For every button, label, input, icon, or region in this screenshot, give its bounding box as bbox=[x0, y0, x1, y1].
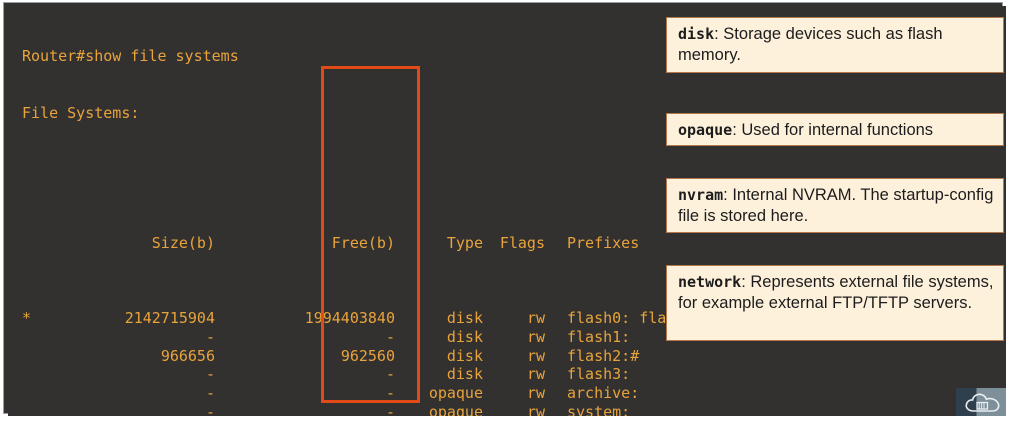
callout-nvram-separator: : bbox=[723, 186, 733, 204]
table-row: - - disk rw flash1: bbox=[22, 328, 787, 347]
cell-flags: rw bbox=[526, 327, 545, 346]
cell-prefixes: flash1: bbox=[567, 327, 631, 346]
header-free: Free(b) bbox=[331, 234, 395, 253]
terminal-output: Router#show file systems File Systems: S… bbox=[22, 10, 787, 416]
cell-prefixes: system: bbox=[567, 402, 631, 416]
cell-type: disk bbox=[446, 365, 483, 384]
callout-nvram: nvram: Internal NVRAM. The startup-confi… bbox=[666, 178, 1004, 233]
table-row: - - opaque rw archive: bbox=[22, 384, 787, 403]
callout-network-term: network bbox=[678, 273, 742, 291]
cell-type: disk bbox=[446, 346, 483, 365]
callout-opaque-separator: : bbox=[732, 121, 742, 139]
terminal-subtitle-line: File Systems: bbox=[22, 103, 140, 122]
table-row: - - opaque rw system: bbox=[22, 403, 787, 416]
cell-size: - bbox=[205, 365, 215, 384]
cell-flags: rw bbox=[526, 383, 545, 402]
header-type: Type bbox=[446, 234, 483, 253]
cell-size: 2142715904 bbox=[124, 309, 215, 328]
callout-nvram-description: Internal NVRAM. The startup-config file … bbox=[678, 186, 994, 225]
callout-network-separator: : bbox=[741, 273, 751, 291]
terminal-prompt-line: Router#show file systems bbox=[22, 47, 239, 66]
cell-prefixes: flash2:# bbox=[567, 346, 640, 365]
cell-type: disk bbox=[446, 327, 483, 346]
callout-disk-description: Storage devices such as flash memory. bbox=[678, 25, 943, 64]
cell-type: opaque bbox=[428, 383, 483, 402]
callout-nvram-term: nvram bbox=[678, 186, 724, 204]
cell-free: - bbox=[385, 365, 395, 384]
table-row: 966656 962560 disk rw flash2:# bbox=[22, 347, 787, 366]
cloud-icon bbox=[965, 393, 1000, 412]
cell-prefixes: flash3: bbox=[567, 365, 631, 384]
slide-frame: Router#show file systems File Systems: S… bbox=[3, 2, 1006, 416]
cloud-network-logo bbox=[956, 388, 1006, 416]
cell-type: disk bbox=[446, 309, 483, 328]
callout-network-description: Represents external file systems, for ex… bbox=[678, 273, 994, 312]
cell-flags: rw bbox=[526, 346, 545, 365]
header-flags: Flags bbox=[499, 234, 545, 253]
callout-network: network: Represents external file system… bbox=[666, 265, 1004, 341]
cell-size: - bbox=[205, 327, 215, 346]
header-prefixes: Prefixes bbox=[567, 234, 640, 253]
table-row: - - disk rw flash3: bbox=[22, 365, 787, 384]
header-size: Size(b) bbox=[151, 234, 215, 253]
callout-disk-separator: : bbox=[714, 25, 724, 43]
cell-flags: rw bbox=[526, 402, 545, 416]
callout-opaque-term: opaque bbox=[678, 121, 733, 139]
cell-flags: rw bbox=[526, 365, 545, 384]
cell-star: * bbox=[22, 309, 32, 328]
cell-free: 962560 bbox=[340, 346, 395, 365]
terminal-console[interactable]: Router#show file systems File Systems: S… bbox=[8, 6, 1006, 416]
callout-opaque-description: Used for internal functions bbox=[741, 121, 934, 139]
terminal-blank-line bbox=[22, 160, 787, 179]
cell-type: opaque bbox=[428, 402, 483, 416]
cell-free: - bbox=[385, 383, 395, 402]
callout-disk-term: disk bbox=[678, 25, 715, 43]
callout-opaque: opaque: Used for internal functions bbox=[666, 113, 1004, 146]
cell-size: - bbox=[205, 402, 215, 416]
cell-size: - bbox=[205, 383, 215, 402]
cell-flags: rw bbox=[526, 309, 545, 328]
cell-size: 966656 bbox=[160, 346, 215, 365]
callout-disk: disk: Storage devices such as flash memo… bbox=[666, 17, 1004, 73]
table-header-row: Size(b) Free(b) Type Flags Prefixes bbox=[22, 234, 787, 253]
cell-free: 1994403840 bbox=[304, 309, 395, 328]
cell-free: - bbox=[385, 402, 395, 416]
cell-free: - bbox=[385, 327, 395, 346]
cell-prefixes: archive: bbox=[567, 383, 640, 402]
